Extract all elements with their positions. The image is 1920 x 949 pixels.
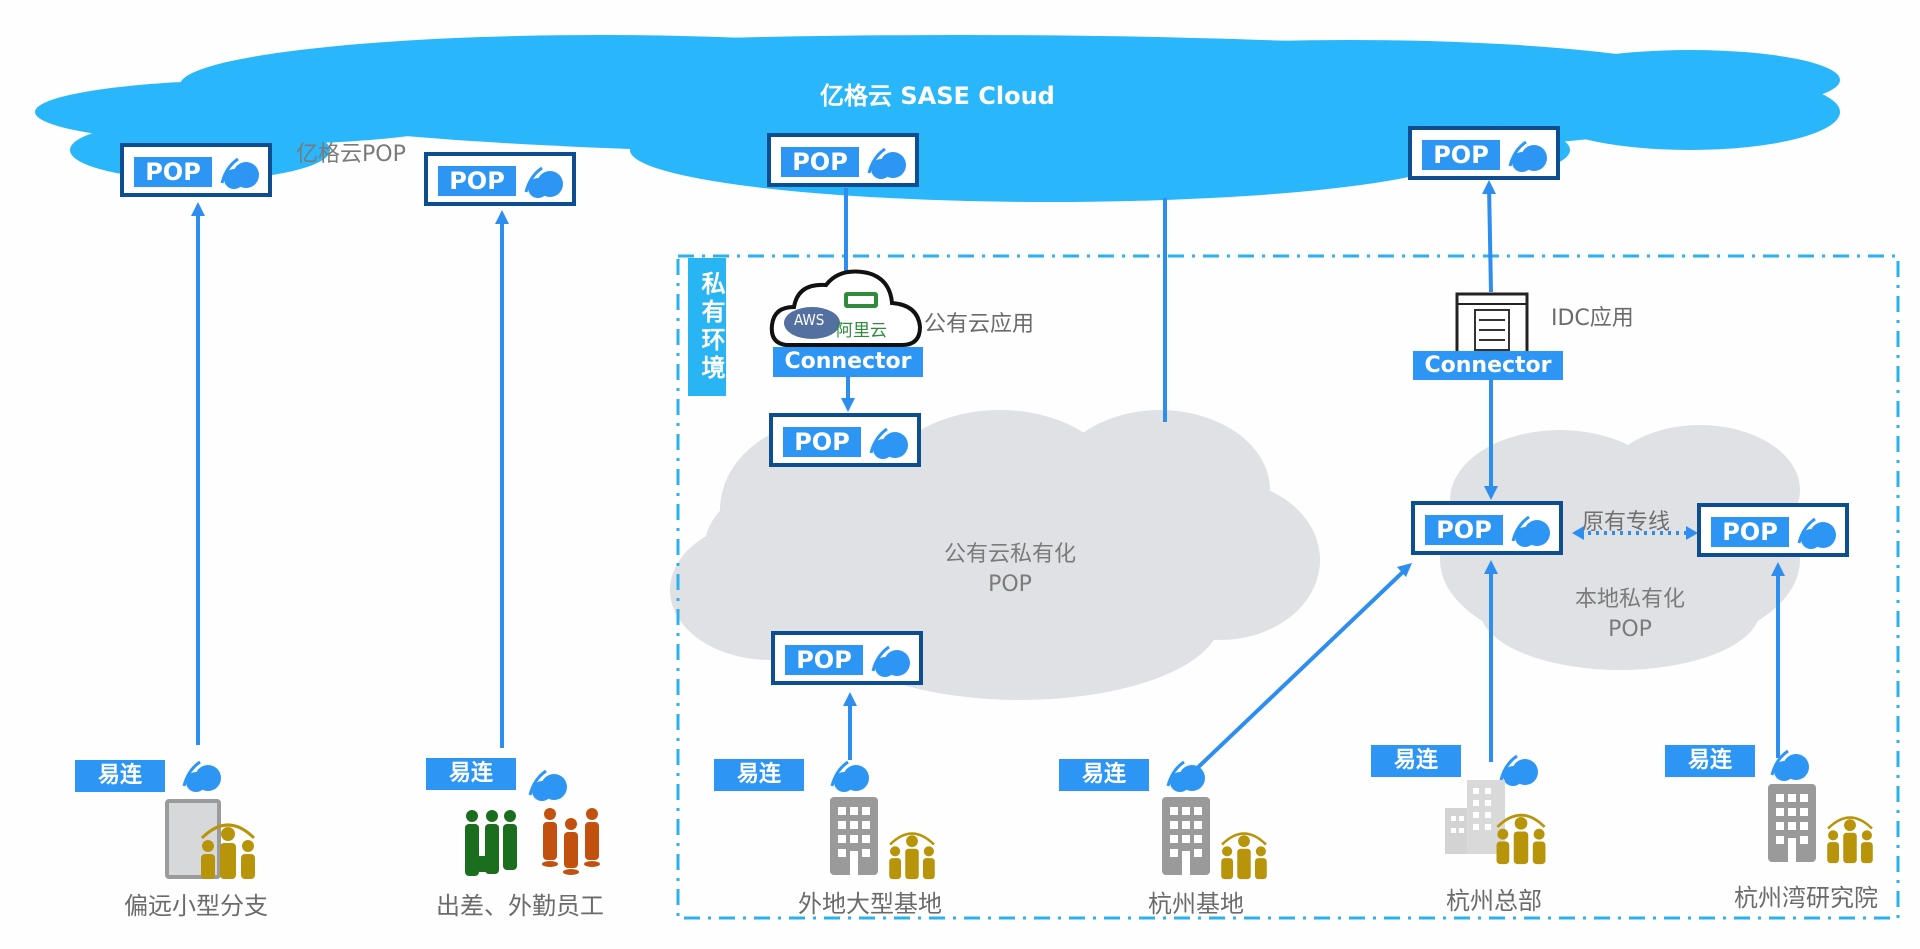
site-label-remote-base: 外地大型基地: [798, 890, 942, 918]
aliyun-badge: 阿里云: [836, 321, 887, 341]
tablet-icon: [165, 799, 221, 879]
connector-public-cloud[interactable]: Connector: [773, 347, 923, 377]
public-cloud-app-label: 公有云应用: [924, 312, 1035, 337]
pop-node-3[interactable]: POP: [767, 133, 919, 187]
people-group-icon: [200, 823, 256, 879]
building-icon: [830, 797, 878, 875]
yige-cloud-icon: [524, 166, 563, 198]
pop-label: POP: [1711, 517, 1789, 547]
travelers-icon: [465, 810, 517, 876]
yige-cloud-icon: [220, 157, 259, 189]
cloud-pop-label: 亿格云POP: [296, 142, 406, 167]
yige-cloud-icon: [867, 147, 906, 179]
field-staff-icon: [542, 808, 600, 875]
yilian-badge[interactable]: 易连: [714, 759, 804, 791]
pop-label: POP: [785, 645, 863, 675]
yige-cloud-icon: [1166, 760, 1205, 792]
headquarters-building-icon: [1445, 780, 1505, 854]
pop-label: POP: [134, 157, 212, 187]
pop-node-1[interactable]: POP: [120, 143, 272, 197]
site-label-remote-branch: 偏远小型分支: [124, 892, 268, 920]
site-label-hangzhou-hq: 杭州总部: [1446, 887, 1542, 915]
people-group-icon: [1827, 816, 1873, 864]
pop-node-public-private-bottom[interactable]: POP: [771, 631, 923, 685]
idc-server-icon: [1455, 292, 1529, 356]
yilian-badge[interactable]: 易连: [1371, 745, 1461, 777]
aliyun-logo-icon: [844, 292, 878, 308]
idc-app-label: IDC应用: [1551, 306, 1634, 331]
yilian-badge[interactable]: 易连: [1059, 759, 1149, 791]
people-group-icon: [1496, 813, 1546, 865]
local-private-pop-label: 本地私有化 POP: [1574, 587, 1685, 642]
connector-idc[interactable]: Connector: [1413, 351, 1563, 380]
site-label-hangzhou-bay-institute: 杭州湾研究院: [1734, 884, 1878, 912]
yige-cloud-icon: [1797, 517, 1836, 549]
pop-node-local-2[interactable]: POP: [1697, 503, 1849, 557]
public-private-pop-label: 公有云私有化 POP: [943, 542, 1076, 597]
dedicated-line-label: 原有专线: [1582, 510, 1671, 535]
yige-cloud-icon: [871, 645, 910, 677]
pop-node-public-private-top[interactable]: POP: [769, 413, 921, 467]
pop-node-local-1[interactable]: POP: [1411, 501, 1563, 555]
private-environment-border: [676, 254, 1900, 920]
yige-cloud-icon: [869, 427, 908, 459]
pop-label: POP: [781, 147, 859, 177]
private-environment-label: 私有环境: [688, 258, 726, 396]
sase-cloud-title: 亿格云 SASE Cloud: [820, 82, 1055, 110]
yige-cloud-icon: [1499, 754, 1538, 786]
aws-badge: AWS: [794, 311, 825, 329]
building-icon: [1768, 784, 1816, 862]
pop-label: POP: [1422, 140, 1500, 170]
yilian-badge[interactable]: 易连: [1665, 745, 1755, 777]
site-label-hangzhou-base: 杭州基地: [1148, 890, 1244, 918]
site-label-travel-staff: 出差、外勤员工: [436, 892, 604, 920]
pop-label: POP: [438, 166, 516, 196]
yige-cloud-icon: [1511, 515, 1550, 547]
pop-node-2[interactable]: POP: [424, 152, 576, 206]
yige-cloud-icon: [1508, 140, 1547, 172]
yige-cloud-icon: [830, 760, 869, 792]
yige-cloud-icon: [182, 760, 221, 792]
public-cloud-icon: [769, 269, 923, 347]
people-group-icon: [889, 832, 935, 880]
yilian-badge[interactable]: 易连: [75, 760, 165, 792]
pop-label: POP: [783, 427, 861, 457]
people-group-icon: [1221, 832, 1267, 880]
building-icon: [1162, 797, 1210, 875]
pop-node-4[interactable]: POP: [1408, 126, 1560, 180]
yige-cloud-icon: [528, 769, 567, 801]
yige-cloud-icon: [1770, 749, 1809, 781]
yilian-badge[interactable]: 易连: [426, 758, 516, 790]
pop-label: POP: [1425, 515, 1503, 545]
